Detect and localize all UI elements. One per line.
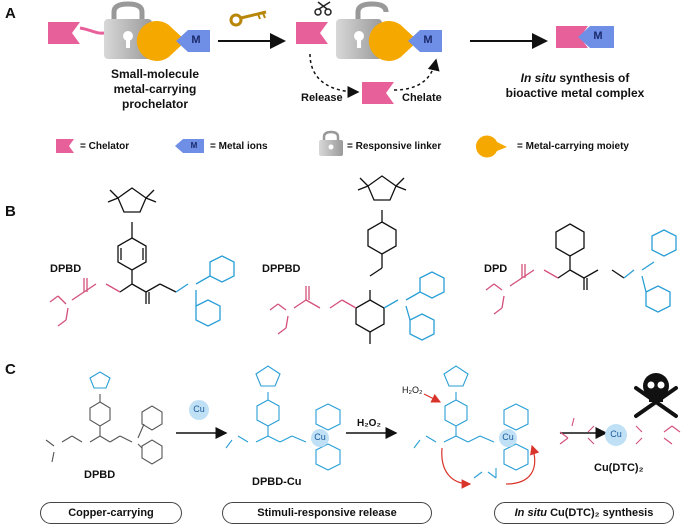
release-structure <box>413 365 529 471</box>
metal-ion-shape-2 <box>408 30 442 52</box>
prochelator-caption: Small-molecule metal-carrying prochelato… <box>80 67 230 112</box>
metal-m-label-1: M <box>191 34 201 46</box>
dpd-structure <box>485 223 677 315</box>
release-label: Release <box>301 92 343 104</box>
stage-copper-carrying: Copper-carrying <box>40 502 182 524</box>
scissors-icon <box>314 1 332 16</box>
product-caption-line2: bioactive metal complex <box>505 86 645 100</box>
red-arrow-2 <box>505 444 540 485</box>
legend-lock-icon <box>319 130 343 156</box>
cu-dtc-bubble <box>605 424 627 446</box>
legend-metal-icon <box>175 139 204 153</box>
red-arrow-1 <box>441 447 472 489</box>
metal-m-label-2: M <box>423 34 433 46</box>
compound-label-dpbd: DPBD <box>50 263 82 275</box>
legend-moiety-icon <box>475 135 507 158</box>
product-caption: In situ synthesis of bioactive metal com… <box>500 71 650 101</box>
cu-complex-label: Cu <box>314 432 326 442</box>
cu-bubble-label: Cu <box>193 404 205 414</box>
h2o2-small-label: H₂O₂ <box>402 385 423 395</box>
panel-label-b: B <box>5 203 16 220</box>
cu-bubble-circle <box>189 400 209 420</box>
free-dtc-structure <box>473 468 497 479</box>
product-metal-shape <box>578 26 614 48</box>
chelate-label: Chelate <box>402 92 442 104</box>
panel-label-a: A <box>5 5 16 22</box>
h2o2-attack-arrow <box>423 393 442 403</box>
released-chelator-shape <box>362 82 394 104</box>
stage-stimuli-release: Stimuli-responsive release <box>222 502 432 524</box>
key-icon <box>229 10 267 27</box>
compound-label-dppbd: DPPBD <box>262 263 301 275</box>
metal-m-label-3: M <box>593 30 603 42</box>
chelator-shape-2 <box>296 22 328 44</box>
product-chelator-shape <box>556 26 588 48</box>
metal-carrying-moiety-shape <box>136 20 186 62</box>
label-cu-dtc2: Cu(DTC)₂ <box>594 462 644 474</box>
dpbd-cu-structure <box>225 365 341 471</box>
product-caption-line1: In situ synthesis of <box>500 71 650 86</box>
moiety-shape-2 <box>368 21 418 61</box>
legend-responsive-linker: = Responsive linker <box>347 141 442 152</box>
legend-chelator: = Chelator <box>80 141 130 152</box>
dppbd-structure <box>269 175 445 344</box>
cu-complex-bubble-2 <box>499 429 517 447</box>
product-caption-italic: In situ <box>520 71 556 85</box>
legend-chelator-icon <box>56 139 74 153</box>
product-caption-rest: synthesis of <box>555 71 630 85</box>
release-arrow <box>309 53 360 98</box>
label-dpbd-c: DPBD <box>84 469 116 481</box>
h2o2-arrow-label: H₂O₂ <box>357 418 381 429</box>
prochelator-caption-line1: Small-molecule <box>110 67 200 81</box>
skull-crossbones-icon <box>634 373 678 418</box>
chelate-arrow <box>393 58 440 91</box>
stage3-rest: Cu(DTC)₂ synthesis <box>547 507 654 519</box>
stage3-italic: In situ <box>514 507 548 519</box>
dpbd-small-structure <box>45 371 163 465</box>
legend-moiety: = Metal-carrying moiety <box>517 141 629 152</box>
cu-complex-label-2: Cu <box>502 432 514 442</box>
dpbd-structure <box>49 187 235 327</box>
cu-dtc-label: Cu <box>610 429 622 439</box>
chelator-shape <box>48 22 105 44</box>
stage-in-situ-synthesis: In situ Cu(DTC)₂ synthesis <box>494 502 674 524</box>
prochelator-caption-line2: metal-carrying prochelator <box>113 82 197 111</box>
legend-m-label: M <box>190 141 198 150</box>
legend-metal-ions: = Metal ions <box>210 141 268 152</box>
cu-complex-bubble <box>311 429 329 447</box>
cu-dtc2-structure <box>559 417 681 445</box>
label-dpbd-cu: DPBD-Cu <box>252 476 302 488</box>
compound-label-dpd: DPD <box>484 263 508 275</box>
metal-ion-shape <box>176 30 210 52</box>
panel-label-c: C <box>5 361 16 378</box>
